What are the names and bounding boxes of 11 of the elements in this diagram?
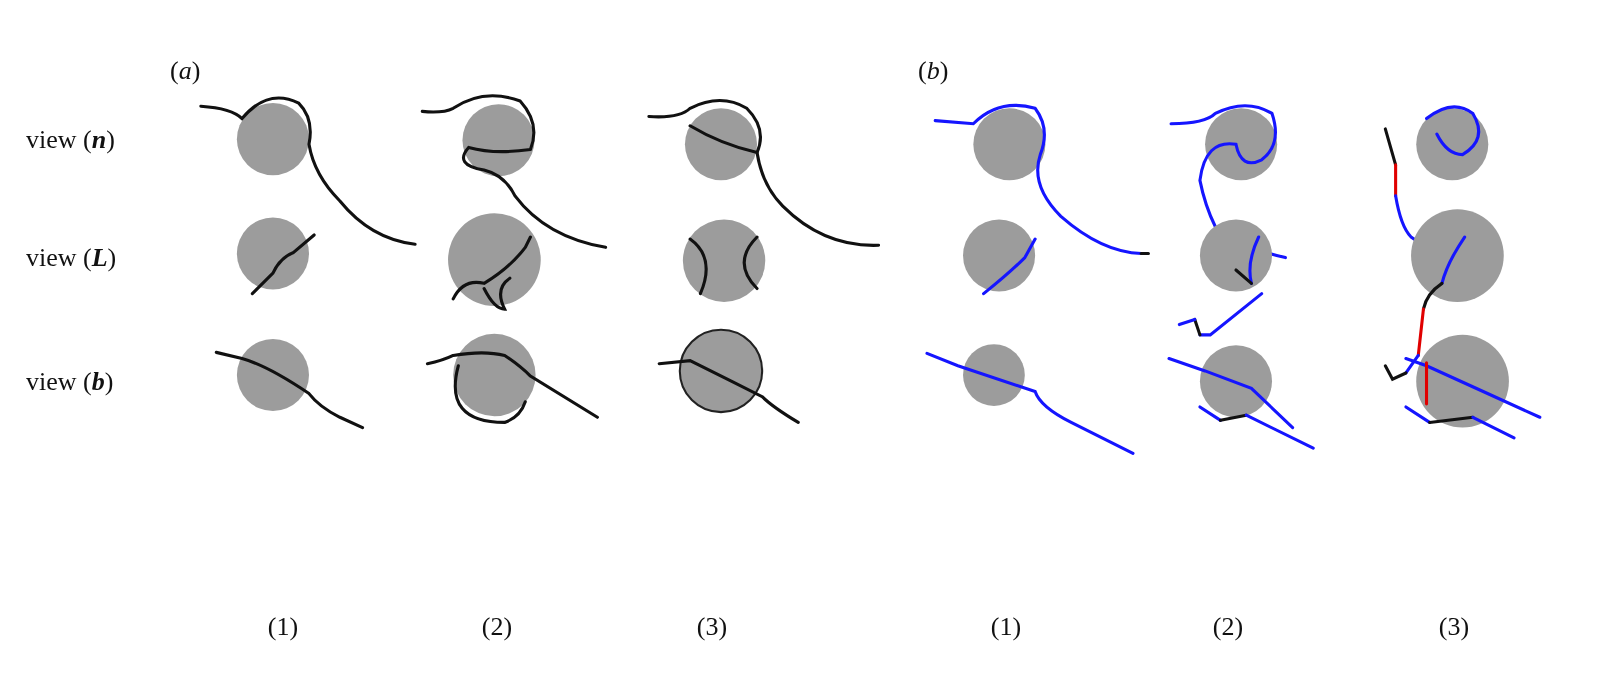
- panel-label: (1): [267, 612, 299, 642]
- panel-label: (1): [990, 612, 1022, 642]
- panel-label: view (b): [26, 367, 114, 397]
- panel-label: (3): [696, 612, 728, 642]
- panel-label: view (L): [26, 243, 117, 273]
- panel-label: (a): [170, 56, 201, 86]
- panel-label: (2): [1212, 612, 1244, 642]
- panel-label: (3): [1438, 612, 1470, 642]
- panel-label: (b): [918, 56, 949, 86]
- panel-label: (2): [481, 612, 513, 642]
- panel-label: view (n): [26, 125, 115, 155]
